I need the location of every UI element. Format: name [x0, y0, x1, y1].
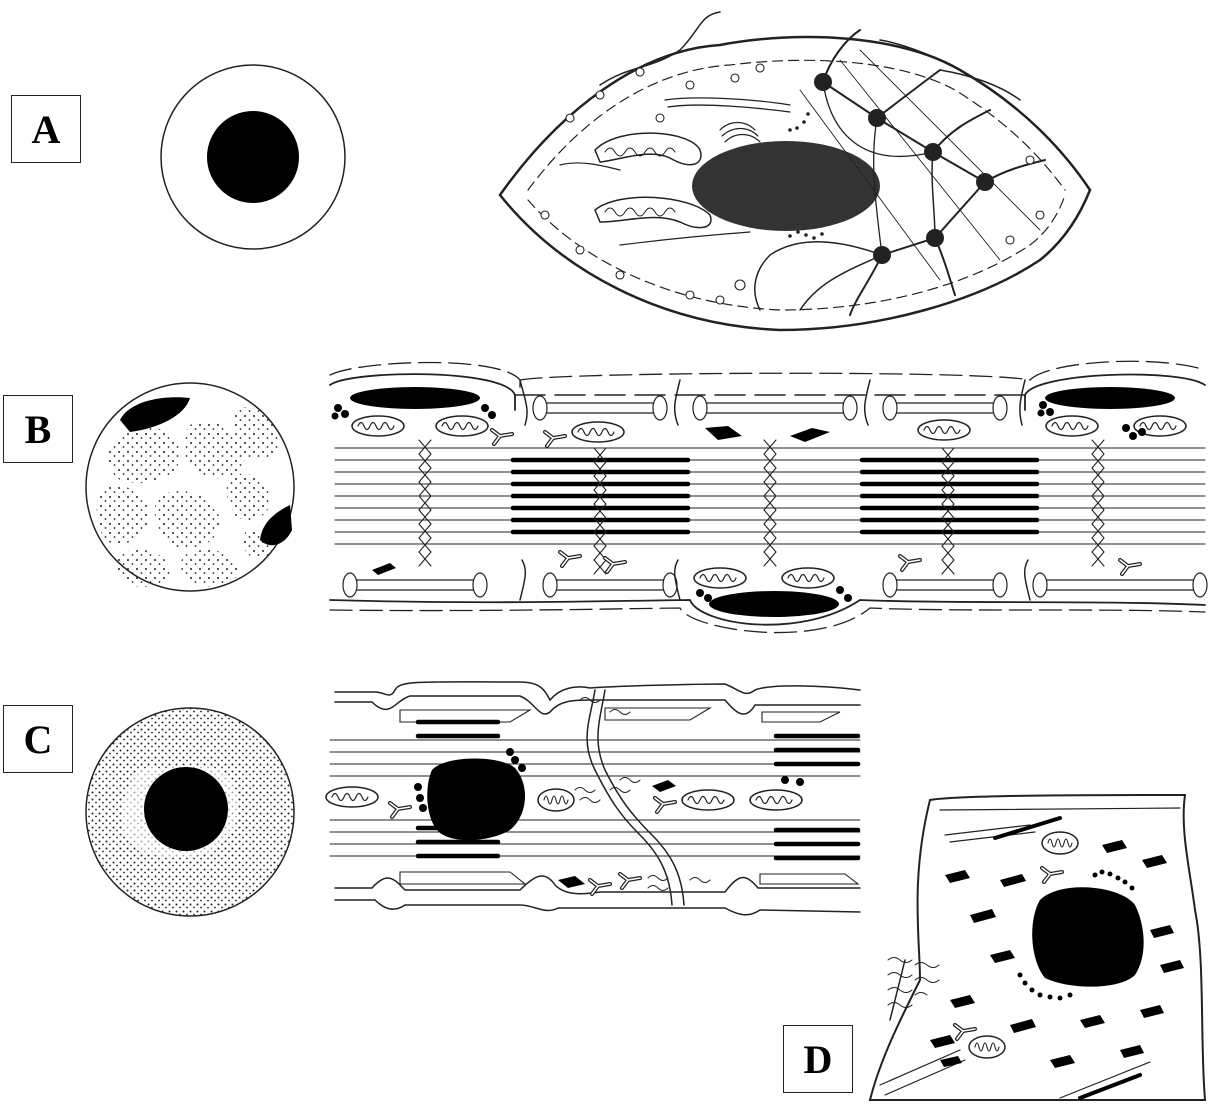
panel-c-cross-section — [86, 708, 294, 916]
panel-b-skeletal-muscle-fiber — [330, 361, 1207, 632]
panel-a-cross-section — [161, 65, 345, 249]
panel-d-smooth-muscle-cell — [870, 795, 1205, 1100]
panel-a-smooth-muscle-cell — [500, 12, 1090, 330]
panel-b-cross-section — [86, 383, 294, 591]
panel-c-cardiac-muscle-fiber — [326, 682, 860, 915]
